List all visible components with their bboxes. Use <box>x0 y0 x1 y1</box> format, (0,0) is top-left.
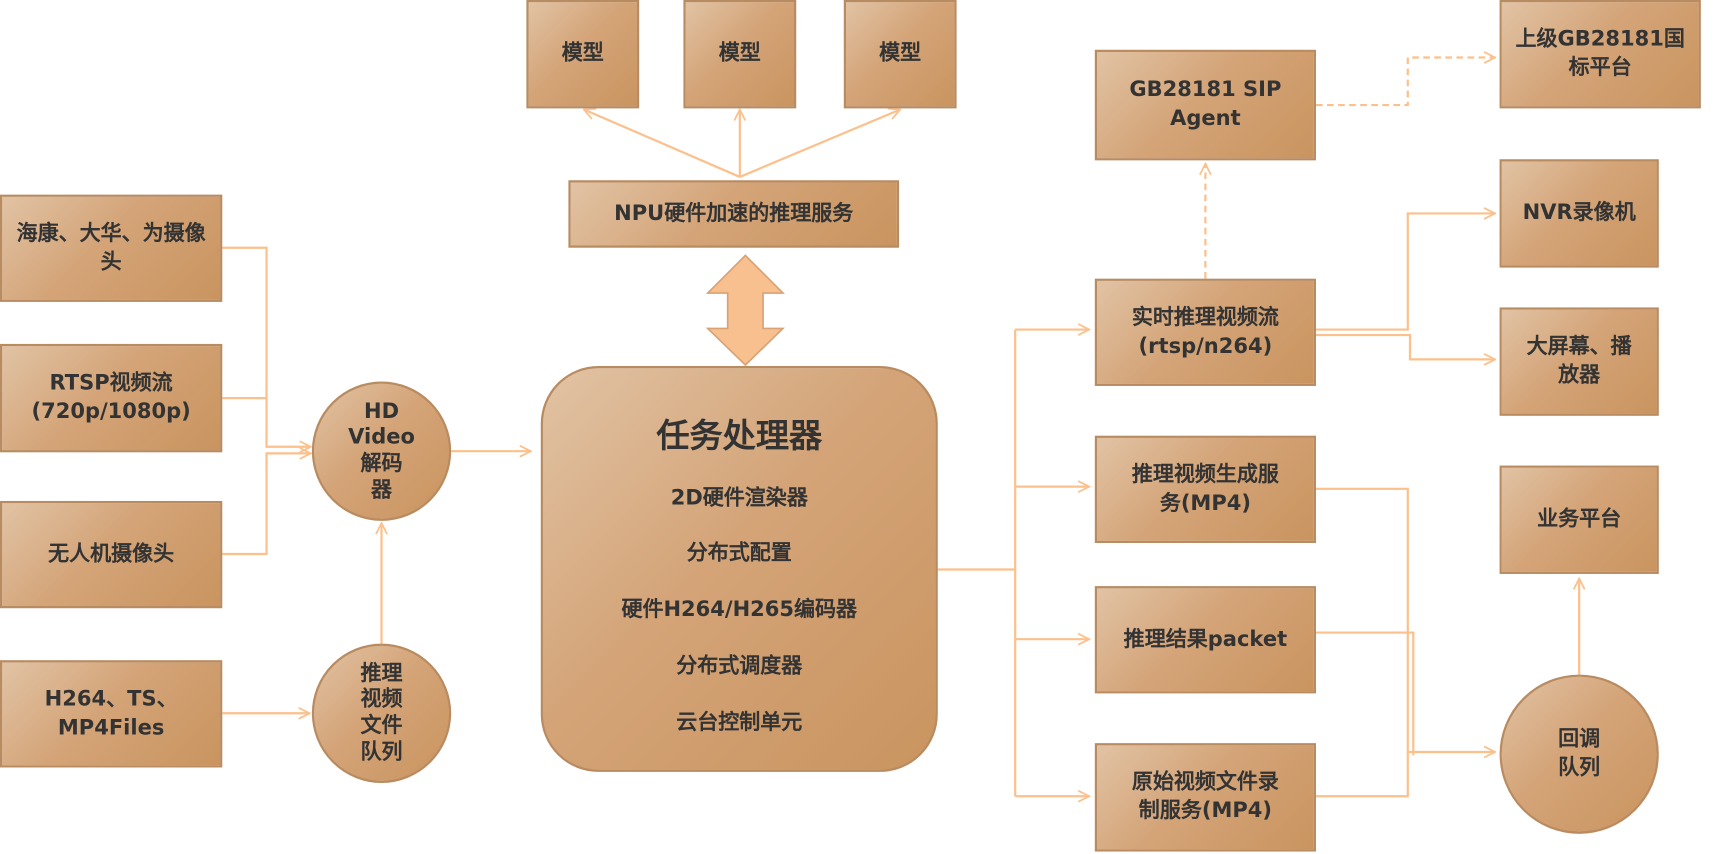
model-box-3: 模型 <box>843 0 957 109</box>
edge-packet-callback <box>1315 631 1415 756</box>
input-files-box: H264、TS、 MP4Files <box>0 660 223 768</box>
model-box-1: 模型 <box>526 0 640 109</box>
decoder-circle: HD Video 解码 器 <box>311 381 452 521</box>
input-label: 无人机摄像头 <box>48 541 175 566</box>
edge-task-bus <box>937 329 1017 797</box>
big-screen-label: 大屏幕、播 放器 <box>1526 334 1632 388</box>
task-item: 云台控制单元 <box>676 710 803 735</box>
model-box-2: 模型 <box>683 0 797 109</box>
edge-drone-decoder <box>222 453 310 556</box>
edge-npu-model3 <box>739 109 900 178</box>
edge-record-callback <box>1315 751 1409 798</box>
model-label: 模型 <box>561 41 604 66</box>
task-processor-title: 任务处理器 <box>656 416 823 456</box>
task-item: 分布式调度器 <box>676 653 803 679</box>
gb-agent-label: GB28181 SIP Agent <box>1129 77 1282 131</box>
gb-agent-box: GB28181 SIP Agent <box>1094 49 1316 161</box>
input-label: H264、TS、 MP4Files <box>44 686 178 740</box>
npu-service-box: NPU硬件加速的推理服务 <box>568 180 900 248</box>
business-platform-label: 业务平台 <box>1537 506 1622 532</box>
output-label: 推理结果packet <box>1123 626 1288 651</box>
file-queue-circle: 推理 视频 文件 队列 <box>311 643 452 783</box>
output-record-box: 原始视频文件录 制服务(MP4) <box>1094 743 1316 852</box>
input-label: 海康、大华、为摄像头 <box>16 221 206 274</box>
edge-genmp4-callback <box>1315 487 1495 752</box>
output-realtime-box: 实时推理视频流 (rtsp/n264) <box>1094 278 1316 386</box>
nvr-label: NVR录像机 <box>1522 200 1636 225</box>
upper-platform-label: 上级GB28181国 标平台 <box>1515 26 1685 80</box>
file-queue-label: 推理 视频 文件 队列 <box>360 660 403 764</box>
input-rtsp-box: RTSP视频流 (720p/1080p) <box>0 343 223 453</box>
edge-realtime-nvr <box>1315 213 1495 331</box>
output-label: 实时推理视频流 (rtsp/n264) <box>1131 305 1279 358</box>
input-drone-box: 无人机摄像头 <box>0 500 223 609</box>
task-item: 硬件H264/H265编码器 <box>621 597 858 622</box>
task-item: 分布式配置 <box>686 541 792 566</box>
business-platform-box: 业务平台 <box>1499 465 1659 574</box>
edge-gb-upper <box>1315 58 1495 107</box>
output-genmp4-box: 推理视频生成服 务(MP4) <box>1094 435 1316 543</box>
npu-service-label: NPU硬件加速的推理服务 <box>614 200 854 226</box>
input-camera-box: 海康、大华、为摄像头 <box>0 194 223 302</box>
task-processor: 任务处理器 2D硬件渲染器 分布式配置 硬件H264/H265编码器 分布式调度… <box>540 366 938 772</box>
upper-platform-box: 上级GB28181国 标平台 <box>1499 0 1701 109</box>
task-item: 2D硬件渲染器 <box>670 484 808 510</box>
callback-queue-circle: 回调 队列 <box>1499 674 1659 834</box>
edge-realtime-screen <box>1315 333 1495 359</box>
callback-queue-label: 回调 队列 <box>1558 726 1601 780</box>
edge-camera-decoder <box>222 246 310 447</box>
big-screen-box: 大屏幕、播 放器 <box>1499 307 1659 416</box>
input-label: RTSP视频流 (720p/1080p) <box>31 370 191 424</box>
output-packet-box: 推理结果packet <box>1094 586 1316 694</box>
nvr-box: NVR录像机 <box>1499 159 1659 268</box>
decoder-label: HD Video 解码 器 <box>348 398 415 502</box>
model-label: 模型 <box>718 41 761 66</box>
double-arrow-npu-task <box>705 254 786 367</box>
edge-npu-model1 <box>584 109 741 178</box>
output-label: 推理视频生成服 务(MP4) <box>1131 462 1279 515</box>
model-label: 模型 <box>879 41 922 66</box>
output-label: 原始视频文件录 制服务(MP4) <box>1131 770 1279 823</box>
